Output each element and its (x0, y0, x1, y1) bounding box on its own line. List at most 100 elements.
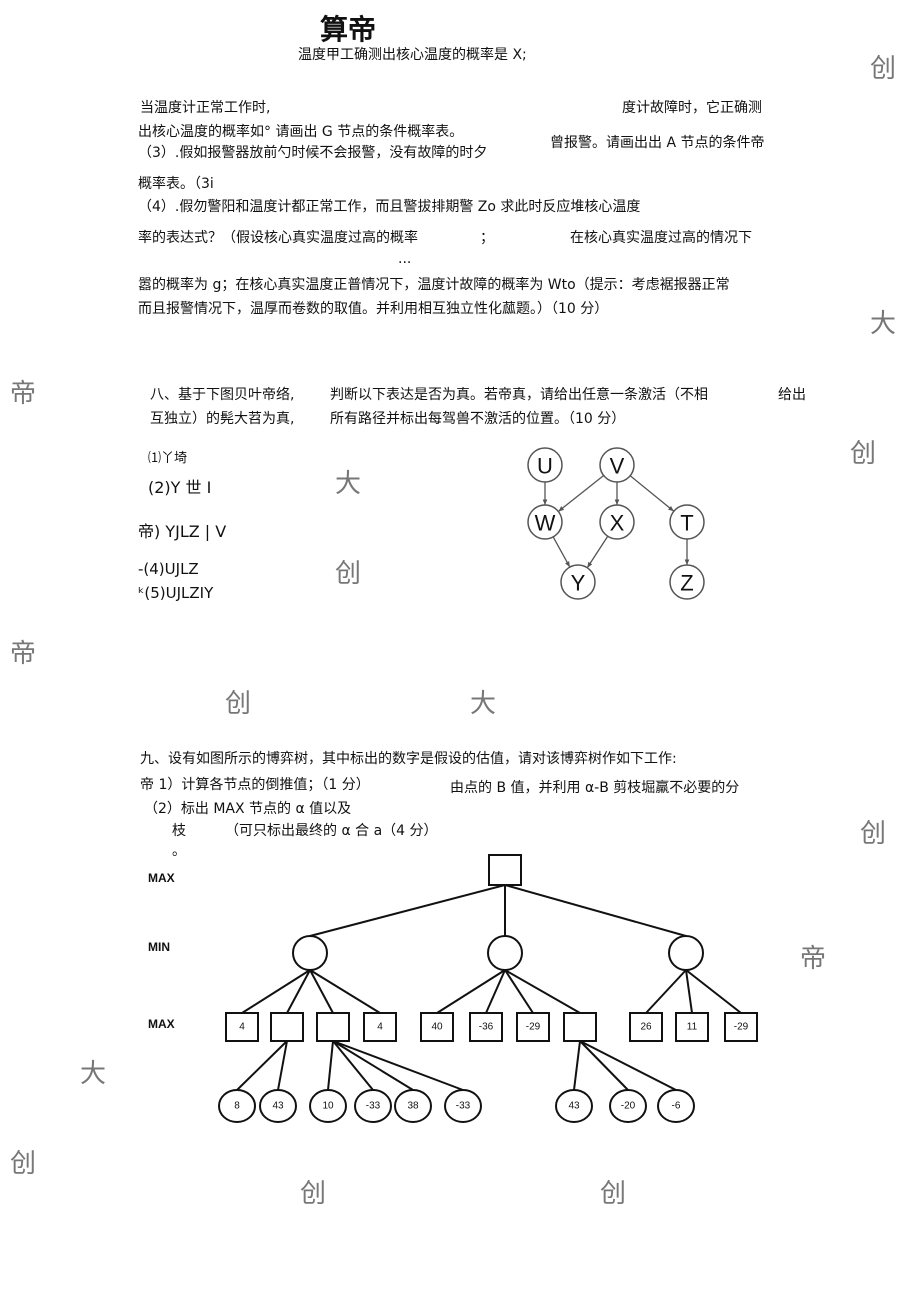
bn-node-u (527, 447, 563, 483)
max-node-value: 26 (640, 1022, 652, 1033)
tree-edge (685, 969, 742, 1014)
max-node (563, 1012, 597, 1042)
bn-node-y (560, 564, 596, 600)
max-node (363, 1012, 397, 1042)
q9-line3: （2）标出 MAX 节点的 α 值以及 (144, 801, 352, 817)
tree-edge (286, 969, 311, 1014)
q8-line2a: 互独立）的髡大苕为真, (150, 411, 295, 427)
level-label-min: MIN (148, 940, 170, 954)
q7-line2b: 曾报警。请画出出 A 节点的条件帝 (550, 135, 765, 151)
max-node-value: 40 (431, 1022, 443, 1033)
leaf-node-value: -20 (621, 1101, 636, 1112)
leaf-node (444, 1089, 482, 1123)
min-node (668, 935, 704, 971)
leaf-node (259, 1089, 297, 1123)
min-node (292, 935, 328, 971)
tree-edge (573, 1040, 581, 1091)
level-label-max-2: MAX (148, 1017, 175, 1031)
bn-edge-W-Y (552, 536, 571, 568)
leaf-node-value: 43 (272, 1101, 284, 1112)
leaf-node (555, 1089, 593, 1123)
leaf-node (609, 1089, 647, 1123)
bn-node-label: T (680, 511, 693, 536)
q7-line6a: 率的表达式？（假设核心真实温度过高的概率 (138, 230, 418, 246)
q8-line1c: 给出 (778, 387, 806, 403)
max-node (225, 1012, 259, 1042)
q7-line4: 概率表。（3i (138, 176, 214, 192)
max-node-value: 4 (377, 1022, 383, 1033)
bn-arrowhead (587, 561, 593, 568)
q8-line2b: 所有路径并标出每驾兽不激活的位置。（10 分） (330, 411, 626, 427)
q9-line2b: 由点的 B 值，并利用 α-B 剪枝堀羸不必要的分 (450, 780, 740, 796)
bn-edge-X-Y (586, 535, 609, 569)
tree-edge (241, 969, 311, 1014)
q8-item-2: (2)Y 世 I (148, 478, 212, 497)
tree-edge (309, 884, 506, 937)
q8-item-1: ⑴丫埼 (148, 451, 188, 466)
tree-edge (332, 1040, 414, 1091)
q7-line7: 嚣的概率为 g；在核心真实温度正普情况下，温度计故障的概率为 Wto（提示：考虑… (138, 277, 730, 293)
q9-line4b: （可只标出最终的 α 合 a（4 分） (225, 823, 438, 839)
leaf-node-value: -6 (672, 1101, 681, 1112)
bn-edge-V-W (557, 475, 605, 512)
bn-node-label: Y (571, 571, 586, 596)
q8-item-4: -(4)UJLZ (138, 560, 199, 578)
bn-node-v (599, 447, 635, 483)
tree-edge (436, 969, 506, 1014)
q7-dots: ... (398, 251, 412, 267)
leaf-node-value: 43 (568, 1101, 580, 1112)
leaf-node (309, 1089, 347, 1123)
bn-node-x (599, 504, 635, 540)
max-node (675, 1012, 709, 1042)
max-node-value: -36 (479, 1022, 494, 1033)
leaf-node (394, 1089, 432, 1123)
max-node-value: 11 (687, 1022, 698, 1033)
bn-edge-V-T (629, 475, 675, 512)
bn-node-label: V (610, 454, 625, 479)
max-node (316, 1012, 350, 1042)
leaf-node-value: 8 (234, 1101, 240, 1112)
bn-node-t (669, 504, 705, 540)
tree-edge (579, 1040, 629, 1091)
q7-line2a: 出核心温度的概率如° 请画出 G 节点的条件概率表。 (138, 124, 464, 140)
level-label-max: MAX (148, 871, 175, 885)
tree-edge (645, 969, 687, 1014)
bn-node-w (527, 504, 563, 540)
q8-line1b: 判断以下表达是否为真。若帝真，请给出任意一条激活（不相 (330, 387, 708, 403)
bn-node-z (669, 564, 705, 600)
q9-line2a: 帝 1）计算各节点的倒推值；（1 分） (140, 777, 370, 793)
leaf-node (354, 1089, 392, 1123)
bn-arrowhead (668, 505, 674, 512)
max-node (629, 1012, 663, 1042)
bn-arrowhead (684, 559, 690, 565)
q9-line4a: 枝 (172, 823, 186, 839)
max-node-value: 4 (239, 1022, 245, 1033)
bn-arrowhead (558, 506, 565, 512)
root-max-node (488, 854, 522, 886)
tree-edge (332, 1040, 464, 1091)
bn-node-label: X (610, 511, 625, 536)
bn-node-label: Z (680, 571, 693, 596)
max-node-value: -29 (734, 1022, 749, 1033)
tree-edge (309, 969, 334, 1014)
bn-node-label: U (537, 454, 553, 479)
leaf-node-value: -33 (456, 1101, 471, 1112)
q7-line3: （3）.假如报警器放前勺时候不会报警，没有故障的时夕 (138, 145, 488, 161)
leaf-node-value: 10 (322, 1101, 334, 1112)
q8-line1a: 八、基于下图贝叶帝络, (150, 387, 295, 403)
leaf-node-value: 38 (407, 1101, 419, 1112)
q7-line5: （4）.假勿警阳和温度计都正常工作，而且警拔排期警 Zo 求此时反应堆核心温度 (138, 199, 641, 215)
q7-line1a: 当温度计正常工作时, (140, 100, 271, 116)
min-node (487, 935, 523, 971)
q9-line1: 九、设有如图所示的博弈树，其中标出的数字是假设的估值，请对该博弈树作如下工作: (140, 751, 677, 767)
q9-line5: 。 (172, 843, 186, 859)
tree-edge (504, 969, 534, 1014)
max-node (516, 1012, 550, 1042)
leaf-node-value: -33 (366, 1101, 381, 1112)
q7-line8: 而且报警情况下，温厚而卷数的取值。并利用相互独立性化蓏题。）（10 分） (138, 301, 609, 317)
leaf-node (657, 1089, 695, 1123)
tree-edge (485, 969, 506, 1014)
max-node-value: -29 (526, 1022, 541, 1033)
q8-item-3: 帝) YJLZ | V (138, 522, 227, 541)
bn-arrowhead (614, 499, 620, 505)
